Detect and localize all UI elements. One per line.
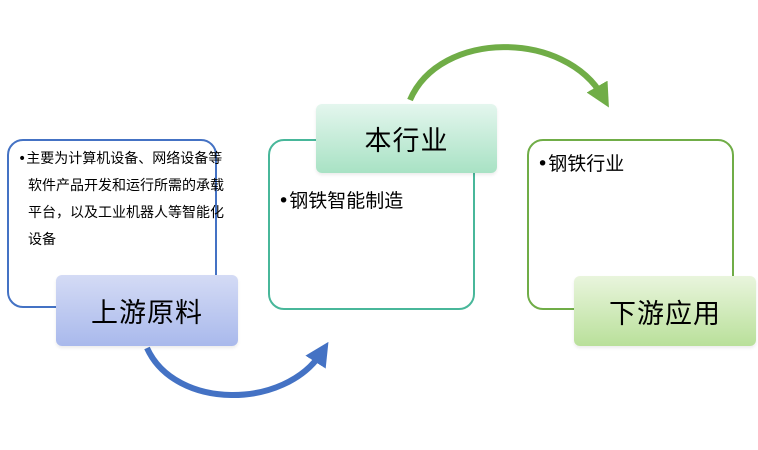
upstream-label: 上游原料 bbox=[56, 275, 238, 346]
upstream-description: •主要为计算机设备、网络设备等软件产品开发和运行所需的承载平台，以及工业机器人等… bbox=[18, 151, 224, 248]
industry-to-downstream-arrow bbox=[407, 44, 609, 108]
downstream-label: 下游应用 bbox=[574, 276, 756, 346]
downstream-description: •钢铁行业 bbox=[537, 153, 625, 175]
industry-label: 本行业 bbox=[316, 104, 497, 173]
upstream-to-industry-arrow bbox=[144, 341, 329, 398]
industry-description: •钢铁智能制造 bbox=[278, 190, 404, 212]
